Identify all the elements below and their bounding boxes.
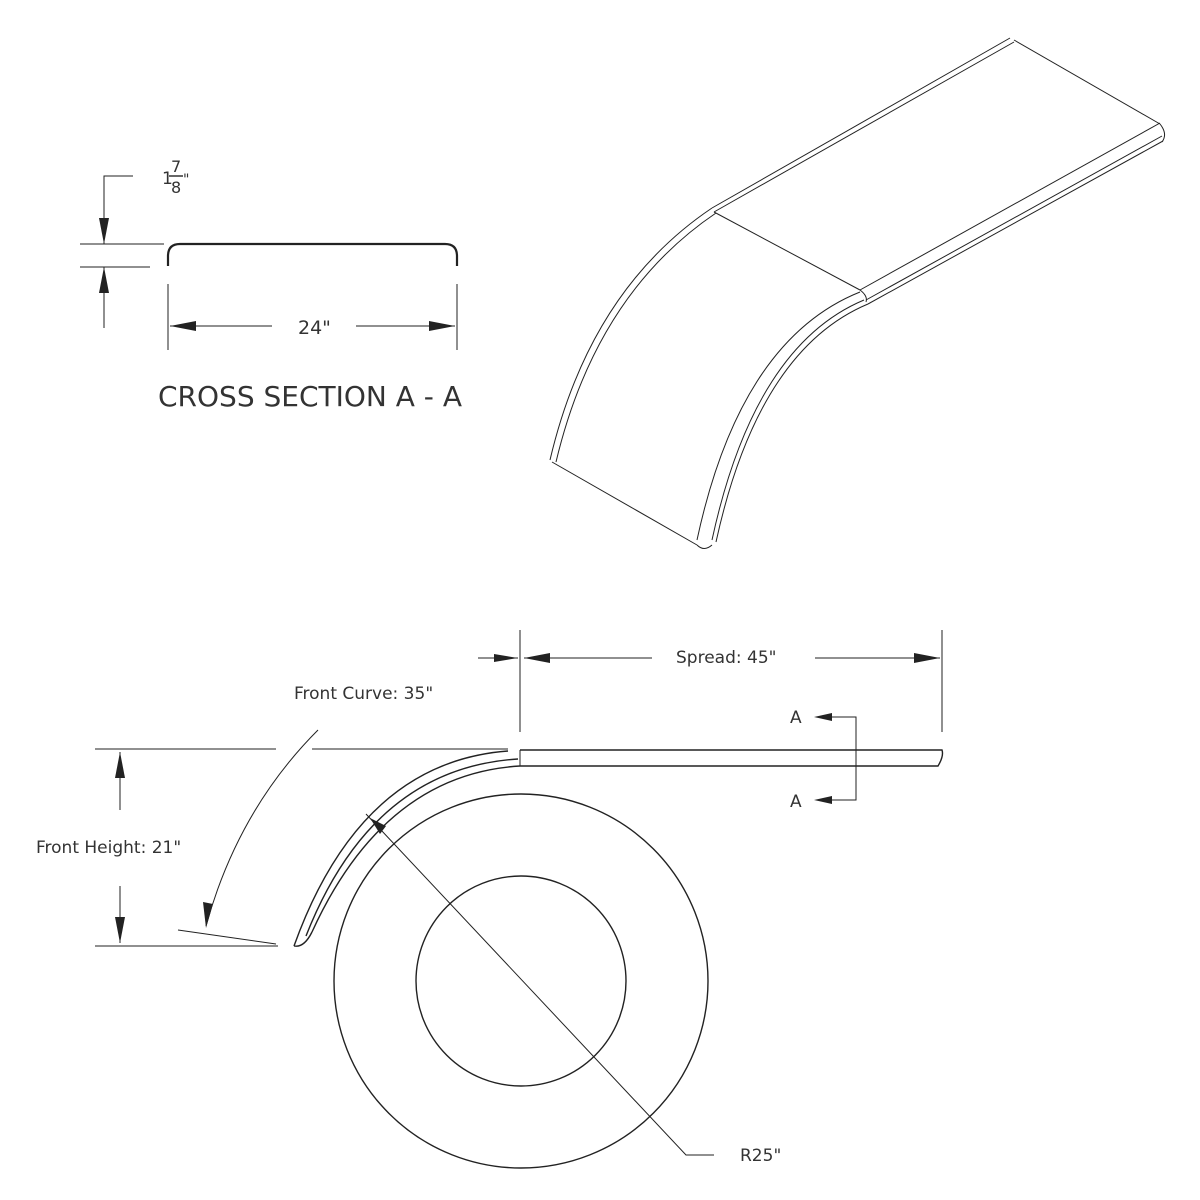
arrowhead-icon xyxy=(115,917,125,943)
radius-label: R25" xyxy=(740,1146,781,1166)
side-view xyxy=(95,630,944,1169)
tire-outer-circle xyxy=(333,793,709,1169)
front-curve-label: Front Curve: 35" xyxy=(294,684,433,704)
arrowhead-icon xyxy=(99,218,109,244)
thickness-denominator: 8 xyxy=(171,178,181,197)
thickness-numerator: 7 xyxy=(171,157,181,176)
section-marker-bottom: A xyxy=(790,792,802,812)
isometric-view xyxy=(549,37,1166,549)
arrowhead-icon xyxy=(429,321,455,331)
arrowhead-icon xyxy=(170,321,196,331)
arrowhead-icon xyxy=(203,902,213,928)
arrowhead-icon xyxy=(524,653,550,663)
section-arrow-icon xyxy=(814,713,832,721)
wheel-rim-circle xyxy=(415,875,627,1087)
cross-section-view xyxy=(80,175,459,350)
cross-section-title: CROSS SECTION A - A xyxy=(158,380,462,413)
cross-section-profile xyxy=(166,242,459,266)
front-height-label: Front Height: 21" xyxy=(36,838,181,858)
fender-profile xyxy=(520,749,944,767)
section-marker-top: A xyxy=(790,708,802,728)
thickness-unit: " xyxy=(183,172,189,188)
arrowhead-icon xyxy=(914,653,940,663)
arrowhead-icon xyxy=(99,267,109,293)
width-dimension-label: 24" xyxy=(298,317,331,339)
section-arrow-icon xyxy=(814,796,832,804)
spread-label: Spread: 45" xyxy=(676,648,776,668)
arrowhead-icon xyxy=(494,654,518,662)
arrowhead-icon xyxy=(370,818,386,834)
thickness-whole: 1 xyxy=(162,169,173,189)
arrowhead-icon xyxy=(115,752,125,778)
